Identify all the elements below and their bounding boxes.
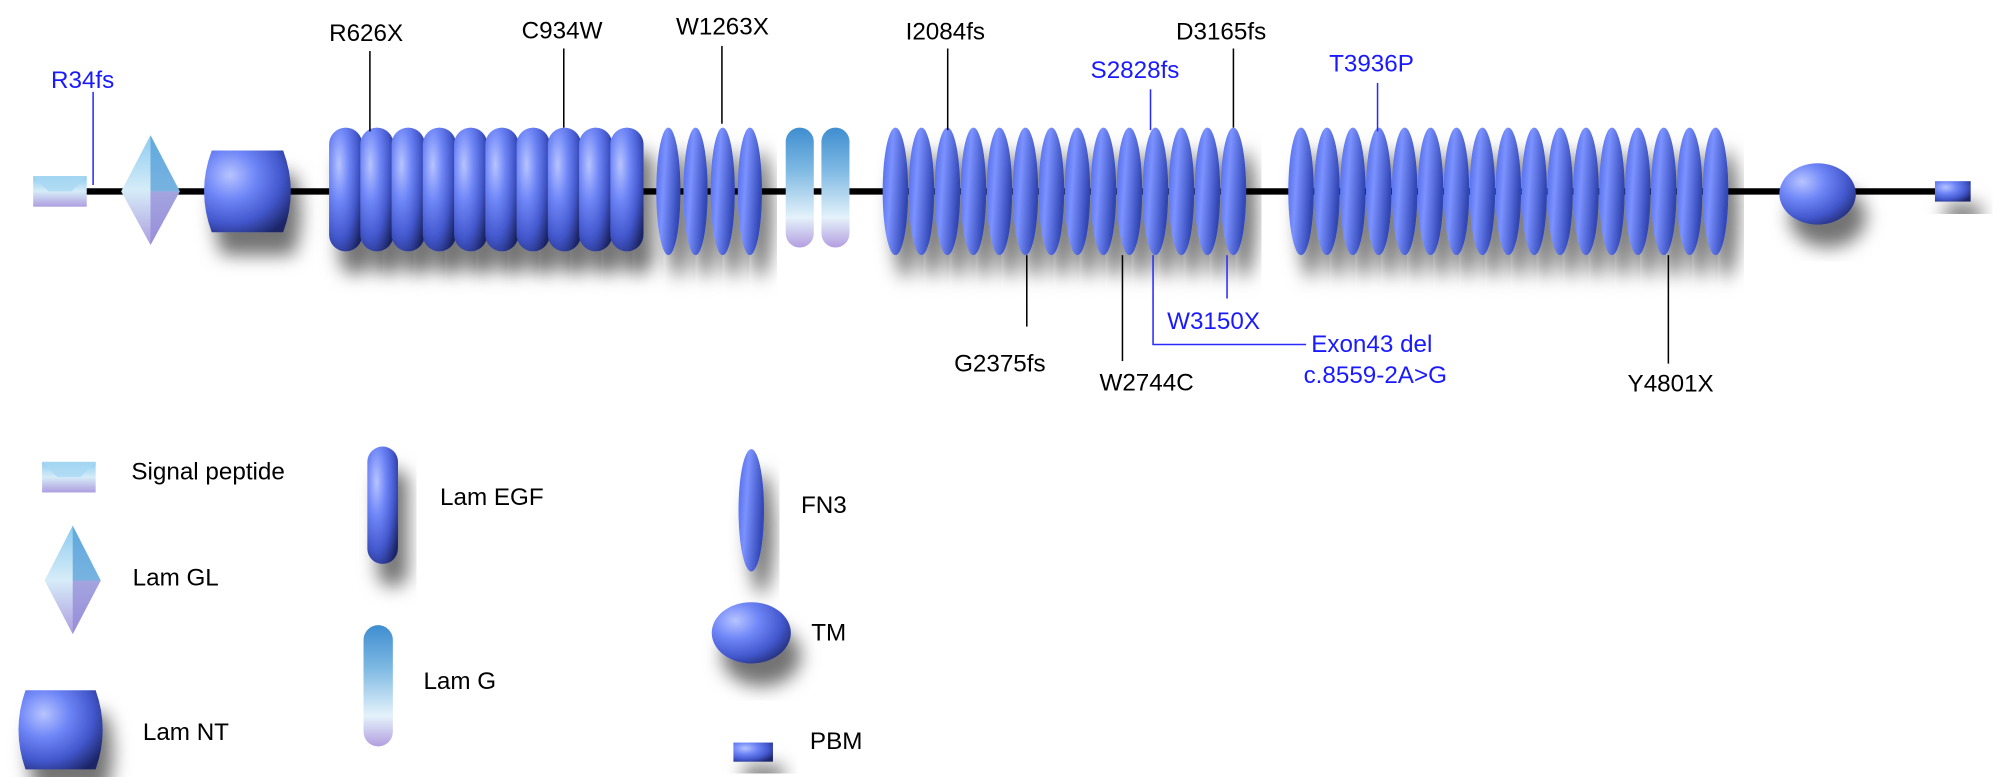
lam-gl-facet [150,135,180,192]
fn3-domain [737,127,762,256]
fn3-domain [986,127,1013,256]
fn3-domain [1547,127,1573,256]
fn3-domain [882,127,909,256]
legend-pbm-icon [733,742,773,762]
fn3-domain [1417,127,1444,256]
fn3-domain [1038,127,1065,256]
fn3-domain [1142,127,1169,256]
fn3-domain [1220,127,1247,256]
fn3-domain [934,127,961,256]
signal-peptide-facet [33,176,87,192]
fn3-domain [1064,127,1091,256]
fn3-domain [1469,127,1496,256]
fn3-domain [1288,127,1314,256]
fn3-domain [1194,127,1221,256]
legend-label-lam-g: Lam G [423,668,496,695]
fn3-domain [656,127,681,256]
mutation-label-d3165fs: D3165fs [1176,19,1266,46]
lam-egf-domain [422,127,456,252]
lam-egf-domain [360,127,394,252]
legend-tm-icon [711,602,791,664]
lam-g-domain [821,127,850,248]
legend-label-lam-gl: Lam GL [133,565,219,592]
domain-track [33,127,1971,256]
fn3-domain [1365,127,1392,256]
fn3-domain [710,127,735,256]
legend-lam-egf-icon [367,446,398,564]
fn3-domain [1521,127,1547,256]
fn3-domain [1676,127,1703,256]
fn3-domain [1391,127,1418,256]
fn3-domain [1012,127,1039,256]
legend-label-lam-nt: Lam NT [143,719,229,746]
lam-gl-facet [150,191,180,245]
fn3-domain [908,127,935,256]
legend-label-signal-peptide: Signal peptide [131,459,284,486]
mutation-label-c934w: C934W [522,17,603,44]
legend-label-pbm: PBM [810,728,862,755]
fn3-domain [1495,127,1522,256]
mutation-label-w3150x: W3150X [1167,308,1260,335]
fn3-domain [1340,127,1366,256]
lam-egf-domain [329,127,363,252]
mutation-lines [92,45,1670,364]
legend-label-tm: TM [811,619,846,646]
mutation-label-s2828fs: S2828fs [1091,57,1180,84]
lam-egf-domain [454,127,488,252]
fn3-domain [960,127,987,256]
fn3-domain [1443,127,1470,256]
lam-egf-domain [547,127,581,252]
mutation-label-r626x: R626X [329,20,403,47]
legend-lam-gl-icon [44,525,101,635]
fn3-domain [1573,127,1599,256]
mutation-label-exon43-del: Exon43 del [1311,331,1432,358]
legend-lam-nt-icon [18,690,103,770]
mutation-label-y4801x: Y4801X [1628,371,1714,398]
fn3-domain [1168,127,1195,256]
legend-label-lam-egf: Lam EGF [440,484,544,511]
fn3-domain [683,127,708,256]
fn3-domain [1116,127,1143,256]
lam-nt-domain [204,150,291,233]
mutation-label-w2744c: W2744C [1099,369,1193,396]
mutation-label-r34fs: R34fs [51,67,114,94]
lam-egf-domain [579,127,613,252]
mutation-label-w1263x: W1263X [676,13,769,40]
legend: Signal peptide Lam GL Lam NT Lam EGF Lam… [18,446,862,770]
lam-egf-domain [485,127,519,252]
legend-label-fn3: FN3 [801,492,847,519]
mutation-label-i2084fs: I2084fs [906,19,985,46]
fn3-domain [1599,127,1625,256]
lam-g-domain [785,127,814,248]
pbm-domain [1934,181,1971,202]
legend-fn3-icon [738,449,765,572]
lam-egf-domain [610,127,644,252]
fn3-domain [1625,127,1651,256]
legend-lam-g-icon [363,625,393,747]
mutation-label-g2375fs: G2375fs [954,350,1046,377]
tm-domain [1779,163,1856,225]
fn3-domain [1702,127,1729,256]
fn3-domain [1650,127,1677,256]
lam-egf-domain [391,127,425,252]
lam-egf-domain [516,127,550,252]
legend-signal-peptide-icon [42,461,96,493]
mutation-label-c8559: c.8559-2A>G [1304,362,1447,389]
fn3-domain [1314,127,1340,256]
mutation-label-t3936p: T3936P [1329,50,1414,77]
fn3-domain [1090,127,1117,256]
